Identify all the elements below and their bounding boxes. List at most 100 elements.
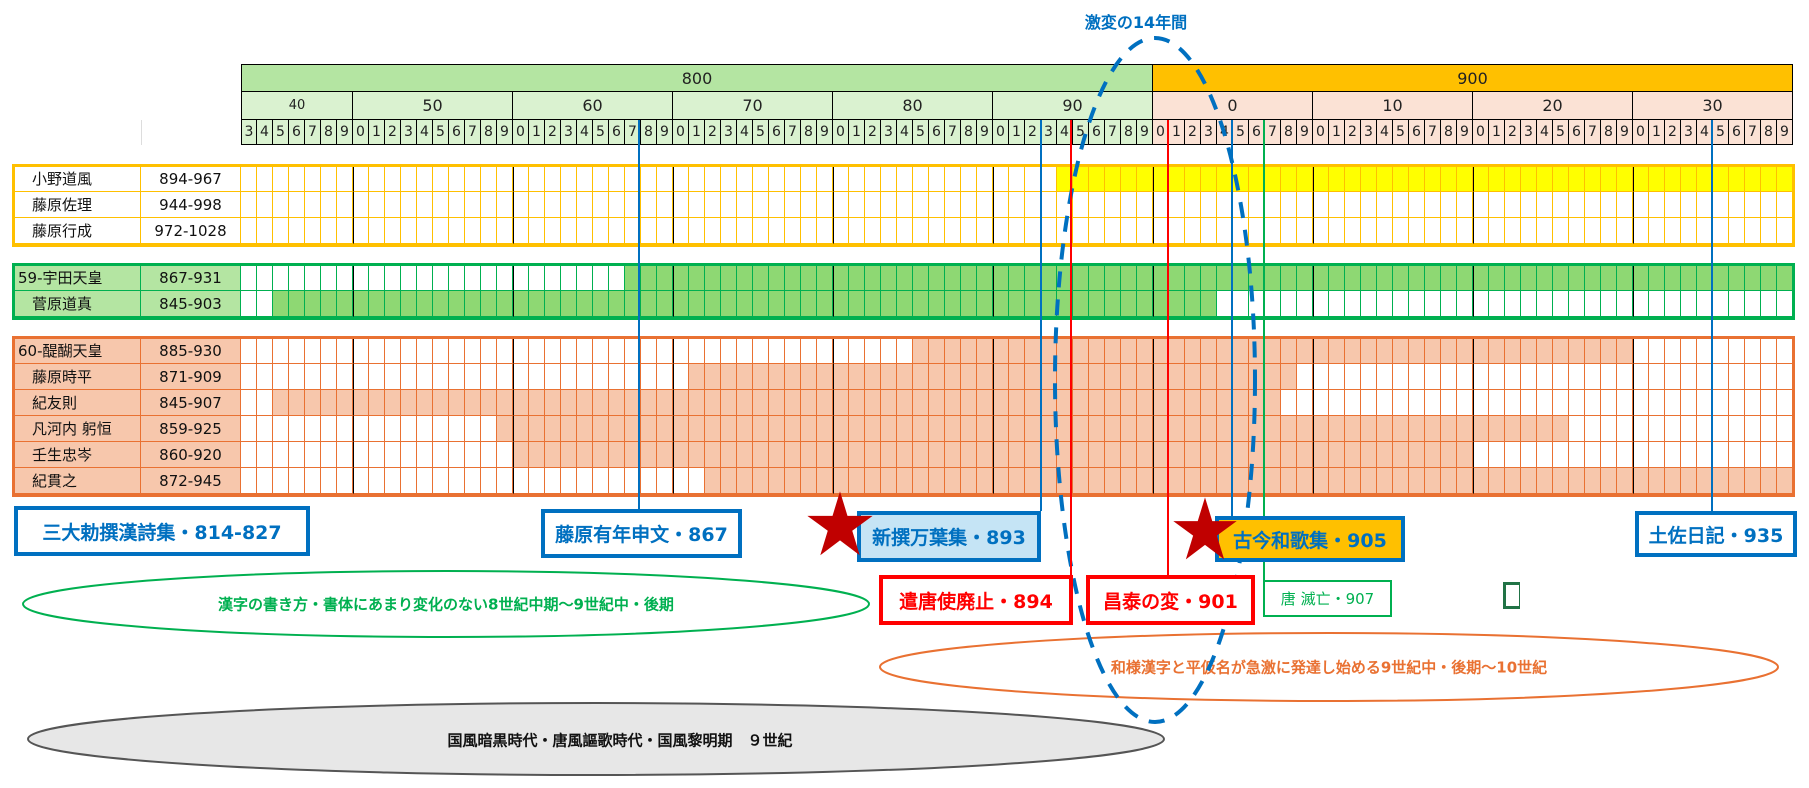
lifespan-cell — [609, 265, 625, 291]
lifespan-cell — [673, 166, 689, 192]
lifespan-cell-filled — [1009, 390, 1025, 416]
lifespan-cell-filled — [1729, 265, 1745, 291]
lifespan-cell — [609, 218, 625, 244]
lifespan-cell — [673, 192, 689, 218]
lifespan-cell-filled — [1521, 416, 1537, 442]
lifespan-cell-filled — [1649, 265, 1665, 291]
lifespan-cell-filled — [1745, 265, 1761, 291]
lifespan-cell-filled — [1409, 416, 1425, 442]
lifespan-cell-filled — [1009, 364, 1025, 390]
lifespan-cell — [913, 218, 929, 244]
lifespan-cell-filled — [913, 364, 929, 390]
lifespan-cell-filled — [801, 364, 817, 390]
lifespan-cell — [465, 265, 481, 291]
lifespan-cell-filled — [1329, 338, 1345, 364]
year-header-cell: 1 — [1169, 120, 1185, 145]
lifespan-cell — [689, 468, 705, 494]
lifespan-cell-filled — [1297, 468, 1313, 494]
lifespan-cell — [1569, 364, 1585, 390]
lifespan-cell — [1281, 192, 1297, 218]
lifespan-cell — [1505, 291, 1521, 317]
lifespan-cell-filled — [1121, 265, 1137, 291]
lifespan-cell — [417, 338, 433, 364]
lifespan-cell — [609, 166, 625, 192]
lifespan-cell-filled — [1345, 416, 1361, 442]
lifespan-cell-filled — [1153, 291, 1169, 317]
lifespan-cell-filled — [1249, 338, 1265, 364]
lifespan-cell-filled — [1441, 468, 1457, 494]
lifespan-cell-filled — [865, 291, 881, 317]
lifespan-cell — [369, 364, 385, 390]
lifespan-cell-filled — [1105, 291, 1121, 317]
lifespan-cell — [769, 338, 785, 364]
lifespan-cell — [1777, 218, 1793, 244]
lifespan-cell-filled — [1185, 364, 1201, 390]
lifespan-cell — [609, 338, 625, 364]
lifespan-cell-filled — [1457, 416, 1473, 442]
lifespan-cell-filled — [1217, 265, 1233, 291]
lifespan-cell — [1729, 218, 1745, 244]
lifespan-cell — [865, 338, 881, 364]
lifespan-cell-filled — [673, 291, 689, 317]
lifespan-cell-filled — [737, 442, 753, 468]
lifespan-cell — [1761, 416, 1777, 442]
lifespan-cell — [417, 166, 433, 192]
lifespan-cell — [353, 468, 369, 494]
lifespan-cell — [1681, 416, 1697, 442]
lifespan-cell — [785, 192, 801, 218]
lifespan-cell-filled — [1025, 416, 1041, 442]
lifespan-cell-filled — [1521, 265, 1537, 291]
year-header-cell: 3 — [401, 120, 417, 145]
lifespan-cell-filled — [1073, 265, 1089, 291]
lifespan-cell — [497, 192, 513, 218]
year-header-cell: 3 — [1041, 120, 1057, 145]
lifespan-cell-filled — [1313, 166, 1329, 192]
lifespan-cell-filled — [753, 364, 769, 390]
lifespan-cell — [833, 192, 849, 218]
lifespan-cell — [1665, 291, 1681, 317]
lifespan-cell-filled — [961, 364, 977, 390]
lifespan-cell-filled — [657, 416, 673, 442]
year-header-cell: 1 — [1649, 120, 1665, 145]
period-title: 激変の14年間 — [1084, 13, 1188, 32]
lifespan-cell — [273, 468, 289, 494]
lifespan-cell-filled — [881, 291, 897, 317]
lifespan-cell-filled — [993, 338, 1009, 364]
lifespan-cell-filled — [481, 291, 497, 317]
lifespan-cell — [1297, 390, 1313, 416]
lifespan-cell-filled — [369, 291, 385, 317]
lifespan-cell-filled — [1361, 265, 1377, 291]
lifespan-cell-filled — [1153, 442, 1169, 468]
lifespan-cell-filled — [1249, 468, 1265, 494]
lifespan-cell — [433, 338, 449, 364]
lifespan-cell — [417, 218, 433, 244]
lifespan-cell — [881, 166, 897, 192]
lifespan-cell-filled — [961, 265, 977, 291]
lifespan-cell-filled — [945, 416, 961, 442]
year-header-cell: 8 — [641, 120, 657, 145]
year-header-cell: 3 — [1361, 120, 1377, 145]
lifespan-cell — [1761, 364, 1777, 390]
lifespan-cell — [961, 166, 977, 192]
lifespan-cell — [609, 192, 625, 218]
lifespan-cell — [641, 338, 657, 364]
lifespan-cell-filled — [705, 442, 721, 468]
lifespan-cell — [353, 192, 369, 218]
lifespan-cell — [433, 192, 449, 218]
lifespan-cell — [1489, 291, 1505, 317]
lifespan-cell-filled — [1313, 338, 1329, 364]
lifespan-cell — [1217, 291, 1233, 317]
lifespan-cell-filled — [1361, 442, 1377, 468]
lifespan-cell — [465, 468, 481, 494]
lifespan-cell-filled — [1521, 468, 1537, 494]
year-header-cell: 5 — [913, 120, 929, 145]
year-header-cell: 0 — [993, 120, 1009, 145]
lifespan-cell — [305, 166, 321, 192]
year-header-cell: 2 — [1185, 120, 1201, 145]
lifespan-cell-filled — [833, 468, 849, 494]
lifespan-cell-filled — [1057, 390, 1073, 416]
lifespan-cell-filled — [881, 416, 897, 442]
lifespan-cell — [321, 265, 337, 291]
lifespan-cell — [1729, 390, 1745, 416]
lifespan-cell-filled — [513, 291, 529, 317]
